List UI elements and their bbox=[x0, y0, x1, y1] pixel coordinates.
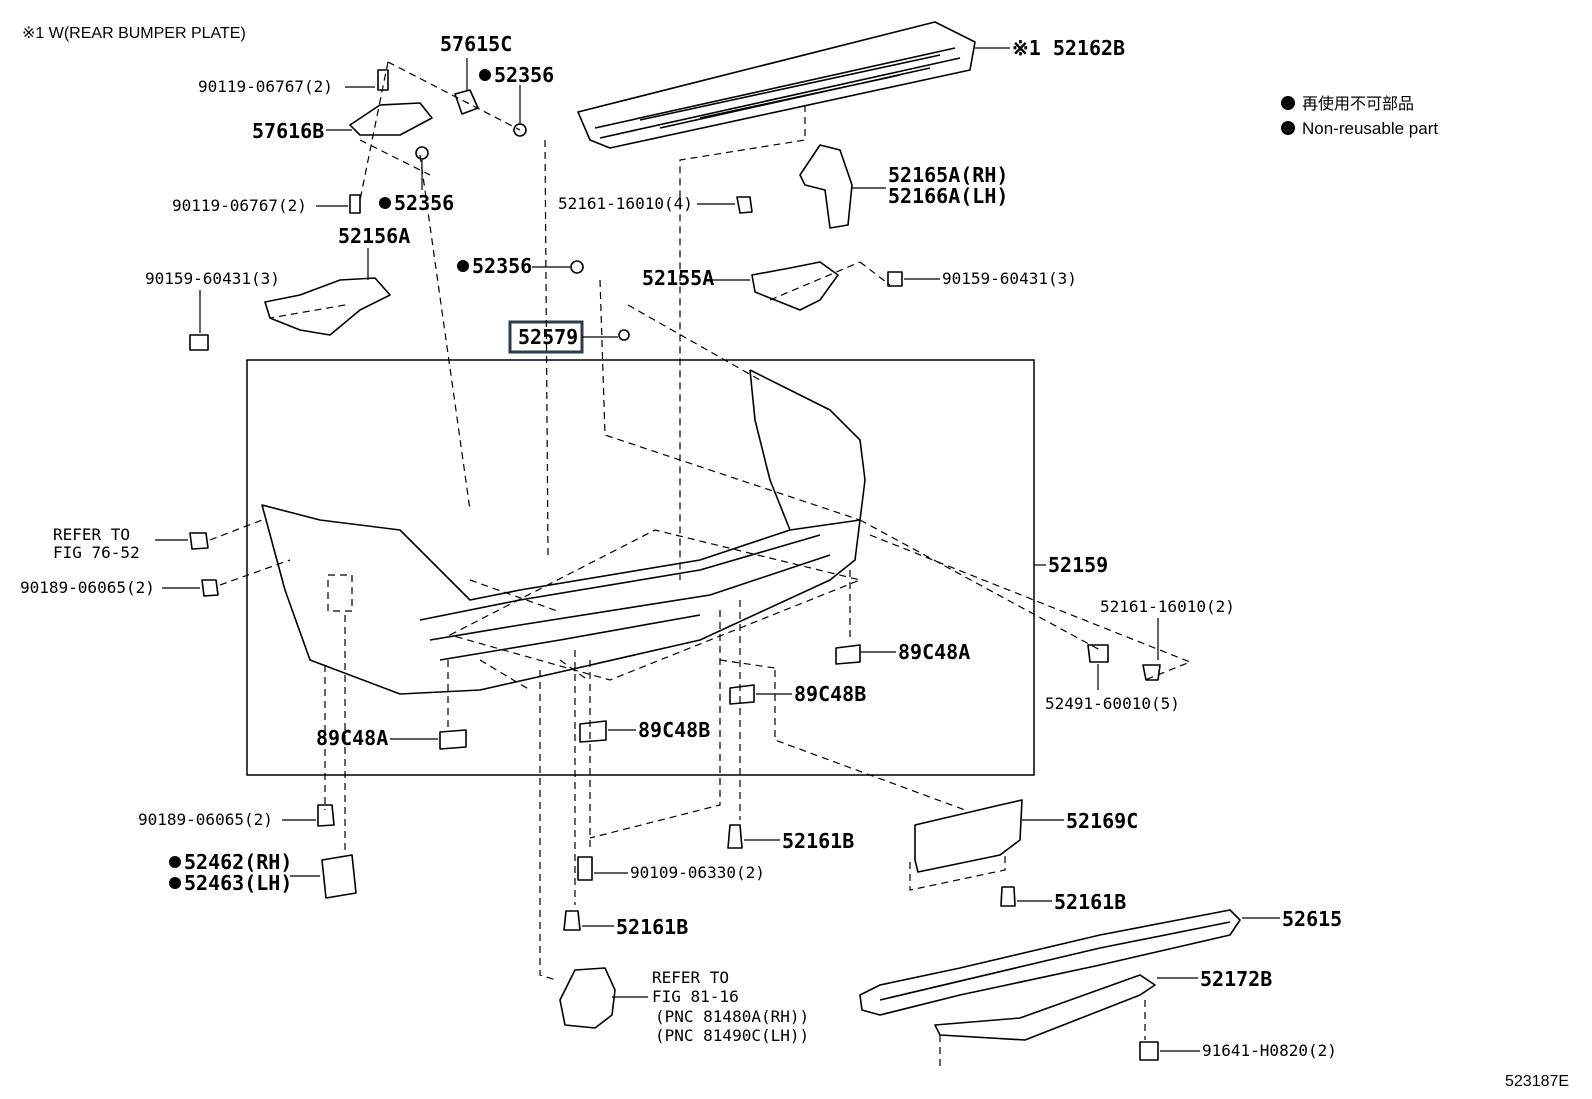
label-90189-a: 90189-06065(2) bbox=[20, 578, 155, 597]
rear-bumper-plate-drawing bbox=[577, 21, 976, 149]
label-52356-a: 52356 bbox=[494, 63, 554, 87]
label-52161B-c: 52161B bbox=[616, 915, 688, 939]
label-57615C: 57615C bbox=[440, 32, 512, 56]
label-52156A: 52156A bbox=[338, 224, 410, 248]
label-90119-a: 90119-06767(2) bbox=[198, 77, 333, 96]
label-52462: 52462(RH) bbox=[184, 850, 292, 874]
label-90109: 90109-06330(2) bbox=[630, 863, 765, 882]
clip-52161B-b-drawing bbox=[1000, 886, 1016, 907]
reinforcement-52615-drawing bbox=[859, 909, 1241, 1016]
clip-52356-c-drawing bbox=[570, 260, 584, 274]
reflector-lamp-drawing bbox=[559, 967, 616, 1029]
label-57616B: 57616B bbox=[252, 119, 324, 143]
label-52463: 52463(LH) bbox=[184, 871, 292, 895]
non-reusable-bullet-icon bbox=[1281, 121, 1295, 135]
bolt-90119-b-drawing bbox=[349, 194, 361, 214]
label-52161-16010-a: 52161-16010(4) bbox=[558, 194, 693, 213]
label-52159: 52159 bbox=[1048, 553, 1108, 577]
bracket-52156A-drawing bbox=[264, 277, 391, 336]
clip-52161B-c-drawing bbox=[563, 910, 581, 931]
guide-lines-lower bbox=[324, 570, 966, 981]
bracket-52155A-drawing bbox=[751, 261, 839, 311]
rear-bumper-cover-drawing bbox=[261, 369, 866, 695]
bolt-90119-a-drawing bbox=[377, 69, 389, 91]
bumper-assembly-frame bbox=[246, 359, 1035, 776]
legend-jp: 再使用不可部品 bbox=[1302, 95, 1414, 113]
screw-refer-76-drawing bbox=[189, 532, 209, 550]
header-note: ※1 W(REAR BUMPER PLATE) bbox=[22, 25, 246, 42]
bolt-90159-b-drawing bbox=[887, 271, 903, 287]
label-52161-16010-b: 52161-16010(2) bbox=[1100, 597, 1235, 616]
clip-52356-b-drawing bbox=[415, 146, 429, 160]
label-52165A: 52165A(RH) bbox=[888, 163, 1008, 187]
legend-en: Non-reusable part bbox=[1302, 119, 1438, 138]
label-52615: 52615 bbox=[1282, 907, 1342, 931]
extension-52165A-drawing bbox=[799, 144, 853, 229]
label-91641: 91641-H0820(2) bbox=[1202, 1041, 1337, 1060]
screw-90189-b-drawing bbox=[317, 804, 335, 827]
cover-52169C-drawing bbox=[914, 799, 1023, 873]
label-90119-b: 90119-06767(2) bbox=[172, 196, 307, 215]
label-90159-b: 90159-60431(3) bbox=[942, 269, 1077, 288]
label-89C48A-r: 89C48A bbox=[898, 640, 970, 664]
bracket-57616B-drawing bbox=[349, 102, 433, 136]
non-reusable-bullet-icon bbox=[1281, 96, 1295, 110]
non-reusable-bullet-icon bbox=[457, 260, 469, 272]
refer-81-line2: FIG 81-16 bbox=[652, 987, 739, 1006]
refer-81-line1: REFER TO bbox=[652, 968, 729, 987]
refer-76-line1: REFER TO bbox=[53, 525, 130, 544]
clip-52161-b-drawing bbox=[1142, 664, 1161, 681]
label-90189-b: 90189-06065(2) bbox=[138, 810, 273, 829]
non-reusable-bullet-icon bbox=[379, 197, 391, 209]
non-reusable-bullet-icon bbox=[169, 856, 181, 868]
label-90159-a: 90159-60431(3) bbox=[145, 269, 280, 288]
clip-89C48B-r-drawing bbox=[729, 684, 755, 705]
label-52172B: 52172B bbox=[1200, 967, 1272, 991]
guide-lines-bumper bbox=[448, 519, 1192, 691]
label-52491: 52491-60010(5) bbox=[1045, 694, 1180, 713]
clip-52579-drawing bbox=[618, 329, 630, 341]
guide-lines-top bbox=[269, 61, 891, 580]
refer-81-line4: (PNC 81490C(LH)) bbox=[655, 1026, 809, 1045]
clip-89C48A-l-drawing bbox=[439, 729, 467, 750]
label-52579: 52579 bbox=[518, 325, 578, 349]
label-89C48B-r: 89C48B bbox=[794, 682, 866, 706]
refer-76-line2: FIG 76-52 bbox=[53, 543, 140, 562]
support-52172B-drawing bbox=[934, 974, 1156, 1041]
label-52161B-b: 52161B bbox=[1054, 890, 1126, 914]
non-reusable-bullet-icon bbox=[479, 69, 491, 81]
bolt-90159-a-drawing bbox=[189, 334, 209, 351]
label-89C48A-l: 89C48A bbox=[316, 726, 388, 750]
clip-89C48B-l-drawing bbox=[579, 720, 607, 743]
label-52162B: ※1 52162B bbox=[1012, 36, 1125, 60]
label-52166A: 52166A(LH) bbox=[888, 184, 1008, 208]
non-reusable-bullet-icon bbox=[169, 877, 181, 889]
clip-52491-drawing bbox=[1087, 644, 1109, 663]
figure-id: 523187E bbox=[1505, 1073, 1569, 1090]
refer-81-line3: (PNC 81480A(RH)) bbox=[655, 1007, 809, 1026]
label-89C48B-l: 89C48B bbox=[638, 718, 710, 742]
label-52356-c: 52356 bbox=[472, 254, 532, 278]
bolt-91641-drawing bbox=[1139, 1041, 1159, 1061]
bolt-90109-drawing bbox=[577, 856, 593, 881]
label-52155A: 52155A bbox=[642, 266, 714, 290]
screw-90189-a-drawing bbox=[201, 579, 219, 597]
label-52169C: 52169C bbox=[1066, 809, 1138, 833]
label-52356-b: 52356 bbox=[394, 191, 454, 215]
clip-89C48A-r-drawing bbox=[835, 644, 861, 665]
clip-52161-a-drawing bbox=[736, 196, 753, 214]
label-52161B-a: 52161B bbox=[782, 829, 854, 853]
clip-52161B-a-drawing bbox=[727, 824, 743, 849]
plate-52462-drawing bbox=[321, 854, 357, 899]
